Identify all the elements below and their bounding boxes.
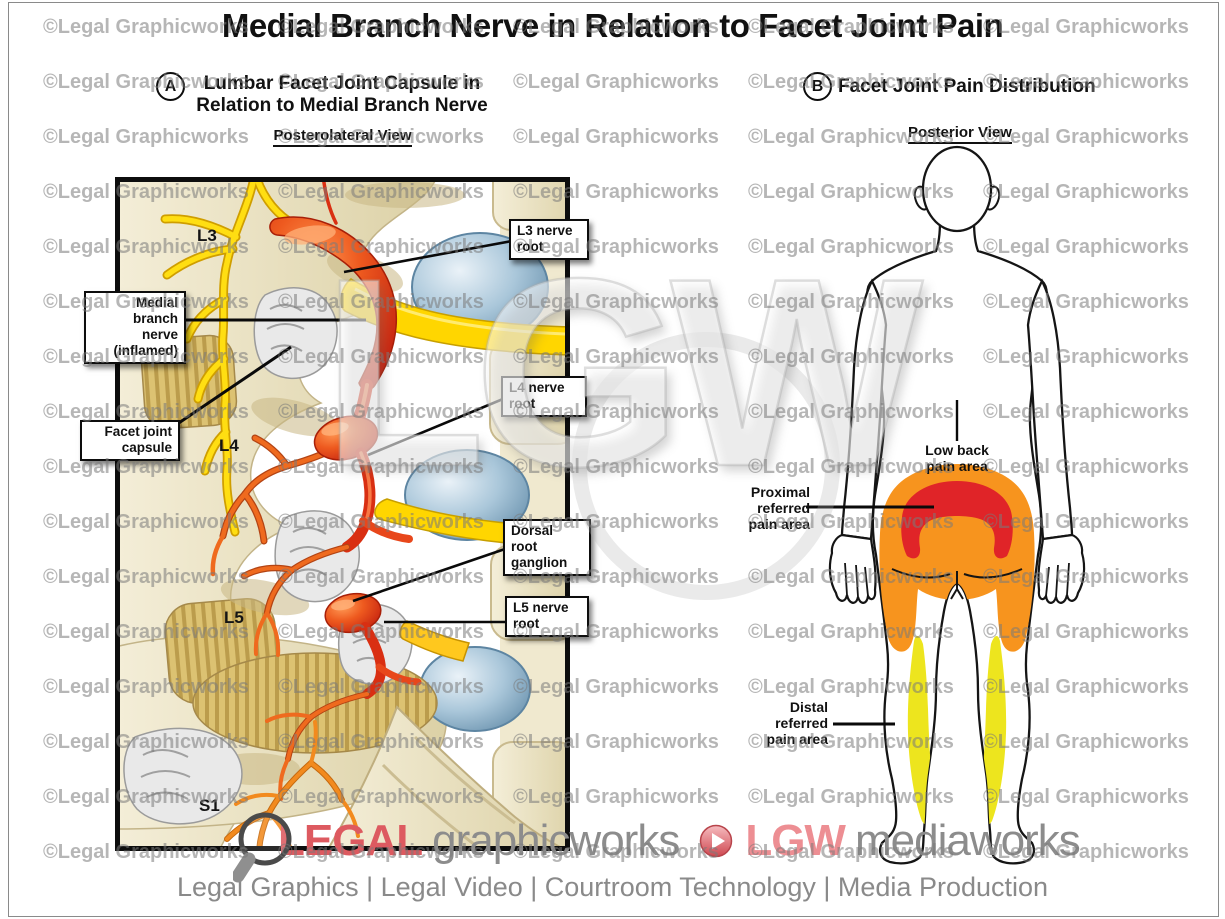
callout-line: Medial: [135, 295, 178, 310]
panel-b-view-label-text: Posterior View: [908, 124, 1012, 144]
callout-l4-nerve-root: L4 nerve root: [501, 376, 587, 417]
right-hand: [1037, 533, 1086, 604]
label-line: pain area: [748, 516, 810, 533]
left-hand: [828, 533, 877, 604]
medial-branch-nerves-l3: [210, 435, 352, 577]
brand-lgw-bold: LGW: [745, 816, 846, 865]
panel-b-view-label: Posterior View: [828, 124, 1092, 144]
panel-a-heading: Lumbar Facet Joint Capsule in Relation t…: [192, 73, 492, 117]
label-line: referred: [775, 715, 828, 732]
bone-label-s1: S1: [199, 796, 220, 815]
brand-legal-bold: LEGAL: [278, 816, 423, 865]
callout-dorsal-root-ganglion: Dorsal root ganglion: [503, 519, 591, 576]
callout-facet-joint-capsule: Facet joint capsule: [80, 420, 180, 461]
right-ear: [987, 185, 1001, 211]
bone-label-l5: L5: [224, 608, 244, 627]
callout-line: L3 nerve: [517, 223, 573, 238]
callout-line: root: [513, 615, 540, 631]
panel-a-view-label: Posterolateral View: [115, 127, 570, 147]
callout-l3-nerve-root: L3 nerve root: [509, 219, 589, 260]
callout-line: ganglion: [511, 554, 568, 570]
left-finger-lines: [844, 562, 869, 598]
panel-a-badge: A: [156, 72, 185, 101]
panel-a-border: [115, 177, 570, 851]
bone-ridge: [381, 763, 476, 847]
callout-line: root: [511, 538, 538, 554]
brand-logos: LEGAL graphicworks LGW mediaworks: [278, 815, 1081, 867]
body-detail-lines: [891, 568, 1023, 600]
callout-line: Facet joint: [104, 424, 172, 439]
panel-a-heading-line2: Relation to Medial Branch Nerve: [196, 95, 488, 117]
label-line: pain area: [926, 458, 988, 475]
label-distal-referred-pain-area: Distal referred pain area: [748, 699, 828, 747]
label-line: pain area: [766, 731, 828, 748]
page-title: Medial Branch Nerve in Relation to Facet…: [221, 7, 1004, 44]
panel-b-heading: Facet Joint Pain Distribution: [838, 76, 1096, 97]
left-ear: [913, 185, 927, 211]
panel-a-view-label-text: Posterolateral View: [273, 127, 412, 147]
pain-area-low-back-red: [901, 481, 1013, 559]
brand-mediaworks: mediaworks: [854, 816, 1081, 865]
label-line: Distal: [789, 699, 828, 715]
vertebra-labels: L3 L4 L5 S1: [197, 226, 244, 815]
magnifier-icon: [233, 812, 292, 883]
sacrum-ala-bone: [325, 705, 570, 851]
callout-line: L4 nerve: [509, 380, 565, 395]
medial-branch-nerves-l4: [242, 545, 349, 657]
posterior-body-figure: [828, 145, 1086, 865]
brand-graphicworks: graphicworks: [432, 816, 680, 865]
label-proximal-referred-pain-area: Proximal referred pain area: [738, 484, 810, 532]
callout-line: branch: [132, 310, 178, 326]
footer-tagline: Legal Graphics | Legal Video | Courtroom…: [176, 872, 1049, 902]
callout-line: L5 nerve: [513, 600, 569, 615]
panel-a-badge-letter: A: [164, 77, 177, 95]
panel-b-badge: B: [803, 72, 832, 101]
right-finger-lines: [1045, 562, 1070, 598]
lumbar-spine-illustration: L3 L4 L5 S1: [115, 177, 570, 851]
disc-l5-s1: [419, 646, 531, 732]
callout-line: root: [509, 395, 536, 411]
head-outline: [921, 145, 993, 233]
label-low-back-pain-area: Low back pain area: [897, 442, 1017, 474]
panel-b-badge-letter: B: [811, 77, 824, 95]
callout-line: Dorsal: [511, 523, 554, 538]
bone-ridge: [413, 735, 516, 825]
callout-line: capsule: [121, 439, 172, 455]
callout-l5-nerve-root: L5 nerve root: [505, 596, 589, 637]
play-button-icon: [700, 824, 733, 858]
callout-line: root: [517, 238, 544, 254]
label-line: referred: [757, 500, 810, 517]
label-line: Proximal: [750, 484, 810, 500]
panel-a-heading-line1: Lumbar Facet Joint Capsule in: [203, 73, 481, 94]
callout-line: nerve: [141, 326, 178, 342]
bone-label-l3: L3: [197, 226, 217, 245]
outer-frame: [8, 2, 1219, 917]
bone-label-l4: L4: [219, 436, 239, 455]
callout-medial-branch-nerve: Medial branch nerve (inflamed): [84, 291, 186, 364]
label-line: Low back: [925, 442, 989, 458]
callout-line: (inflamed): [113, 342, 178, 358]
